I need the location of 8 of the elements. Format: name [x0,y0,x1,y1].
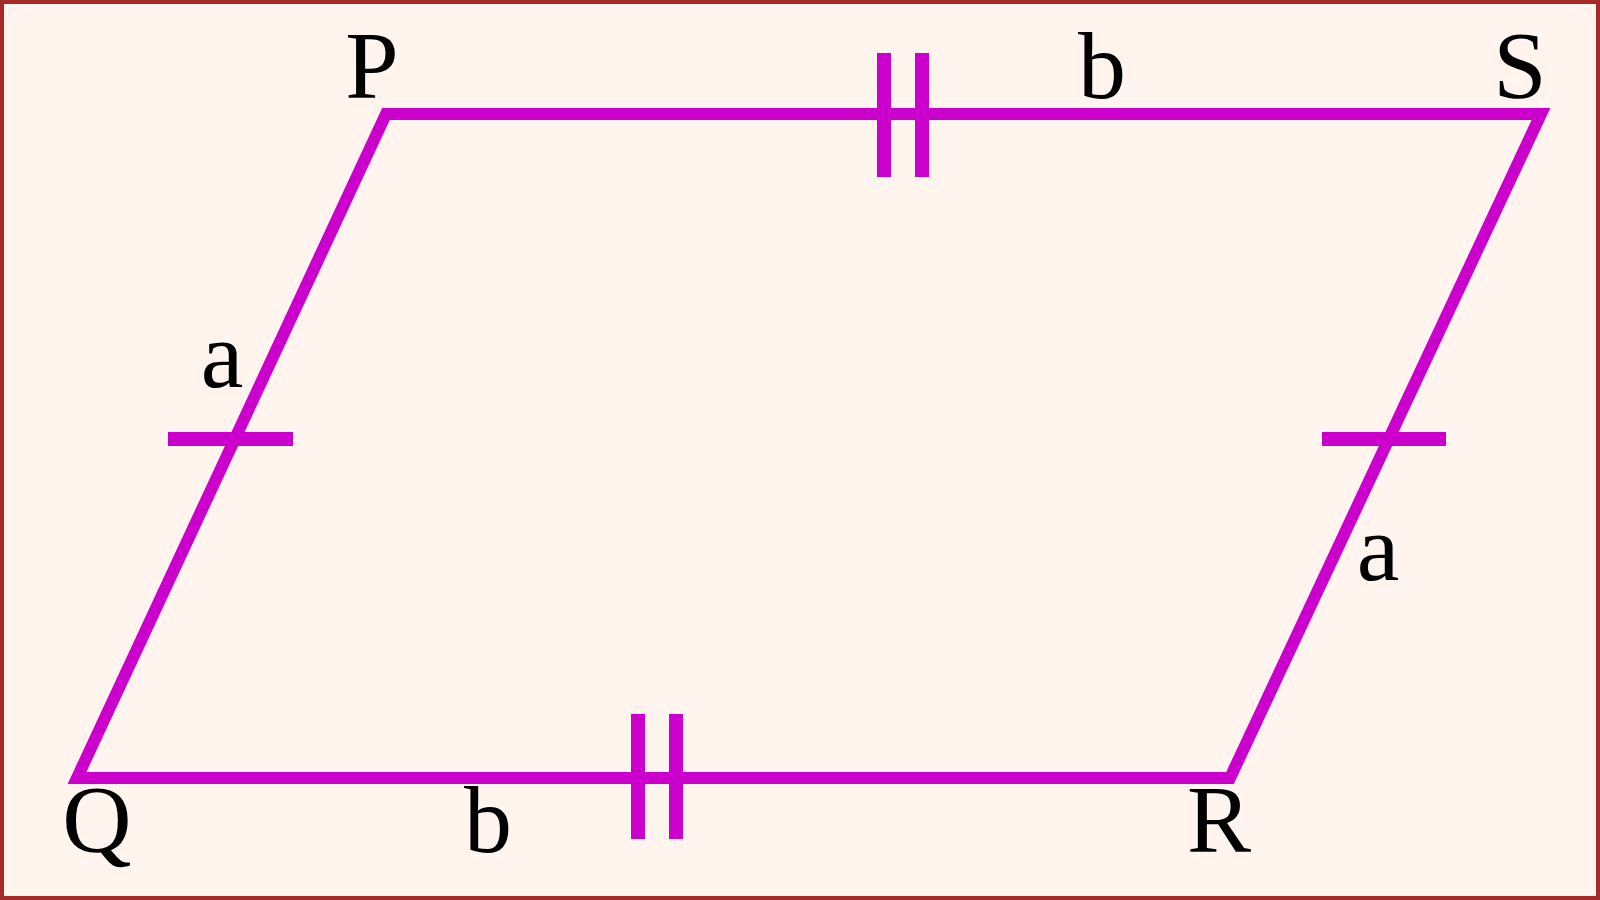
side-label: b [1078,18,1126,114]
vertex-label: Q [62,772,132,868]
vertex-label: S [1493,18,1547,114]
side-label: a [200,307,244,403]
vertex-label: P [345,18,399,114]
side-label: b [464,772,512,868]
side-label: a [1356,500,1400,596]
vertex-label: R [1187,772,1251,868]
